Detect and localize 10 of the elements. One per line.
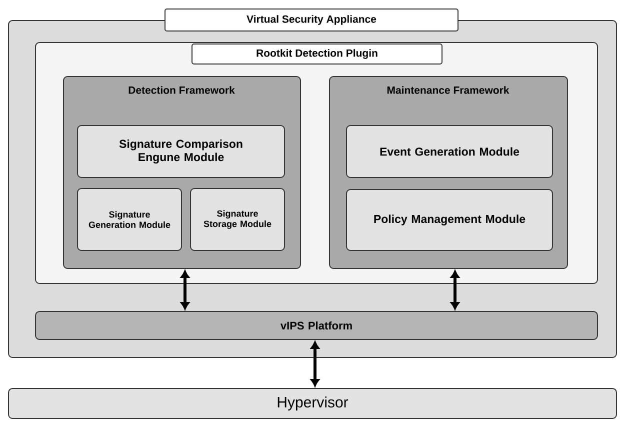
arrow	[450, 270, 460, 310]
hypervisor-bar: Hypervisor	[8, 388, 617, 419]
module-box: Signature Storage Module	[190, 188, 285, 251]
platform-bar: vIPS Platform	[35, 311, 598, 340]
module-box: Signature Comparison Engune Module	[77, 125, 285, 178]
module-box: Signature Generation Module	[77, 188, 182, 251]
arrow	[310, 341, 320, 386]
module-box: Event Generation Module	[346, 125, 553, 178]
arrow	[180, 270, 190, 310]
module-box: Policy Management Module	[346, 189, 553, 251]
